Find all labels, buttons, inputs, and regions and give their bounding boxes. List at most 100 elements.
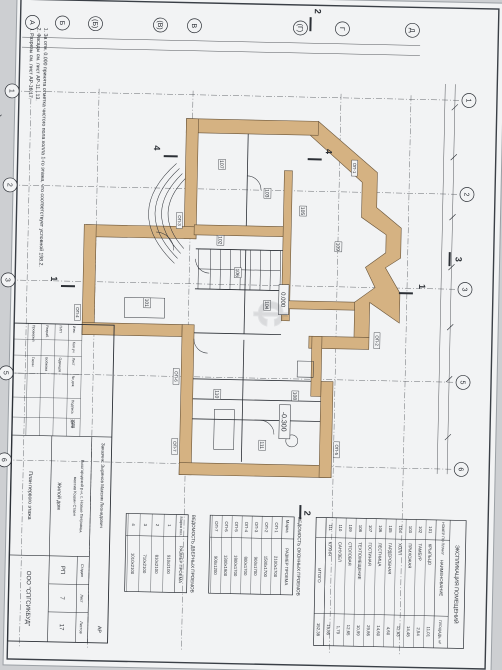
svg-text:ОП-7: ОП-7 [172,441,177,452]
svg-text:ОП-4: ОП-4 [75,307,80,318]
table-cell: 800х1700 [243,556,248,576]
stamp-stage: РП [59,566,65,574]
table-cell: КУХНЯ [327,542,332,556]
table-cell: 11,01 [426,627,431,638]
table-cell: 1300х1800 [223,555,228,577]
room-labels: 101 102 103 104 105 106 107 108 109 110 … [143,159,343,451]
section-marker: 4 [307,149,334,161]
watermark: ¢ [243,299,298,328]
table-cell: 109 [348,524,353,532]
table-cell: ТЕХПОМЕЩЕНИЕ [357,542,363,579]
svg-text:1: 1 [8,89,15,93]
table-cell: САНУЗЕЛ [337,542,342,562]
stamp-sheets-label: Листов [79,621,83,633]
note-3: 3. Разрезы см. лист АР-16,17. [27,27,35,99]
axis-numbers: 1 2 3 5 6 1 2 3 5 6 [0,83,477,477]
table-cell: 14,48 [406,626,411,637]
section-marker: 2 [299,505,312,520]
axis-bubble: Б [55,15,70,31]
section-marker: 3 [448,252,464,267]
axis-bubble: 1 [4,83,20,99]
svg-text:ОП-1: ОП-1 [352,163,357,174]
svg-text:5: 5 [459,380,466,384]
axis-bubble: В [187,18,202,34]
doors-title: ВЕДОМОСТЬ ДВЕРНЫХ ПРОЕМОВ [190,515,197,593]
svg-text:0.000: 0.000 [279,292,285,308]
table-cell: 1800х1700 [233,555,238,577]
table-cell: 3 [143,524,148,527]
svg-text:ОП-3: ОП-3 [177,215,182,226]
table-cell: 2 [155,524,160,527]
svg-text:Марка: Марка [285,520,290,533]
table-cell: 106 [378,525,383,533]
stamp-cell: Лист [71,358,75,366]
table-cell: 14,60 [376,625,381,636]
svg-text:ПЛОЩАДЬ, м²: ПЛОЩАДЬ, м² [438,620,443,645]
walls [81,118,402,479]
svg-text:2: 2 [313,9,323,14]
stamp-cell: Кол.уч [72,342,76,353]
axis-bubble: 3 [0,272,16,288]
table-cell: 102 [418,526,423,534]
windows-rows: ОП-12100х1700ОП-21500х1700ОП-3900х1700ОП… [210,515,279,595]
svg-text:ОП-2: ОП-2 [374,335,379,346]
table-cell: ГОСТИНАЯ [367,542,372,565]
explication-table: ЭКСПЛИКАЦИЯ ПОМЕЩЕНИЙ НОМЕР ПО ПЛАНУ НАИ… [313,517,467,649]
table-cell: 900х1200 [213,556,218,576]
table-cell: 10,99 [356,625,361,636]
section-marker: 2 [309,9,323,32]
svg-text:А: А [28,20,35,25]
stamp-cell: Бобкова [44,357,48,371]
axis-bubble: (Г) [293,20,308,36]
axis-bubble: 5 [0,365,14,381]
svg-text:5: 5 [2,371,9,375]
svg-text:(В): (В) [156,20,163,29]
svg-text:6: 6 [0,458,7,462]
stamp-title: Жилой дом [55,482,63,510]
table-cell: 103 [408,526,413,534]
section-marker: 4 [152,145,178,158]
svg-text:2: 2 [6,183,13,187]
dimension-ticks [0,104,459,441]
svg-text:(Г): (Г) [296,24,303,33]
windows-title: ВЕДОМОСТЬ ОКОННЫХ ПРОЕМОВ [296,517,303,596]
table-cell: 1 [167,524,172,527]
table-cell: 1500х1700 [263,556,268,578]
svg-text:108: 108 [291,392,297,401]
section-marker: 1 [49,276,76,288]
table-cell: ОП-3 [254,522,259,533]
svg-text:1: 1 [49,276,59,281]
svg-text:2: 2 [302,511,312,516]
svg-text:¢: ¢ [243,300,297,328]
table-cell: 4 [131,523,136,526]
stamp-sheet-label: Лист [79,594,83,603]
stamp-object: Вышгородский р-н, с. Новые Петровцы, [79,460,86,534]
table-cell: 4,60 [386,627,391,636]
table-cell: 900х1700 [253,557,258,577]
stamp-sheet-name: План первого этажа [26,471,33,520]
explication-total-value: 152,38 [316,623,321,637]
room-label: 101 [143,297,151,309]
axis-bubble: 5 [455,375,471,390]
stamp-cell: Изм. [72,326,76,334]
room-label: 105 [299,205,307,217]
window-mark: ОП-7 [171,438,179,455]
svg-text:ОП-6: ОП-6 [173,371,178,382]
axis-bubble: 2 [2,177,18,193]
svg-text:ОП-5: ОП-5 [334,445,339,456]
svg-text:Г: Г [338,27,345,31]
table-cell: ОП-1 [274,522,279,533]
explication-title: ЭКСПЛИКАЦИЯ ПОМЕЩЕНИЙ [452,545,462,624]
explication-rows: 101КРЫЛЬЦО11,01102ТАМБУР2,54103ПРИХОЖАЯ1… [323,517,433,648]
axis-bubble: 6 [453,462,469,477]
svg-text:Б: Б [58,21,65,26]
table-cell: ГАРДЕРОБНАЯ [387,543,393,574]
svg-text:1: 1 [464,98,471,102]
axis-bubble: 3 [457,282,473,297]
svg-text:101: 101 [143,299,149,308]
svg-text:105: 105 [299,207,305,216]
room-label: 107 [218,159,226,170]
